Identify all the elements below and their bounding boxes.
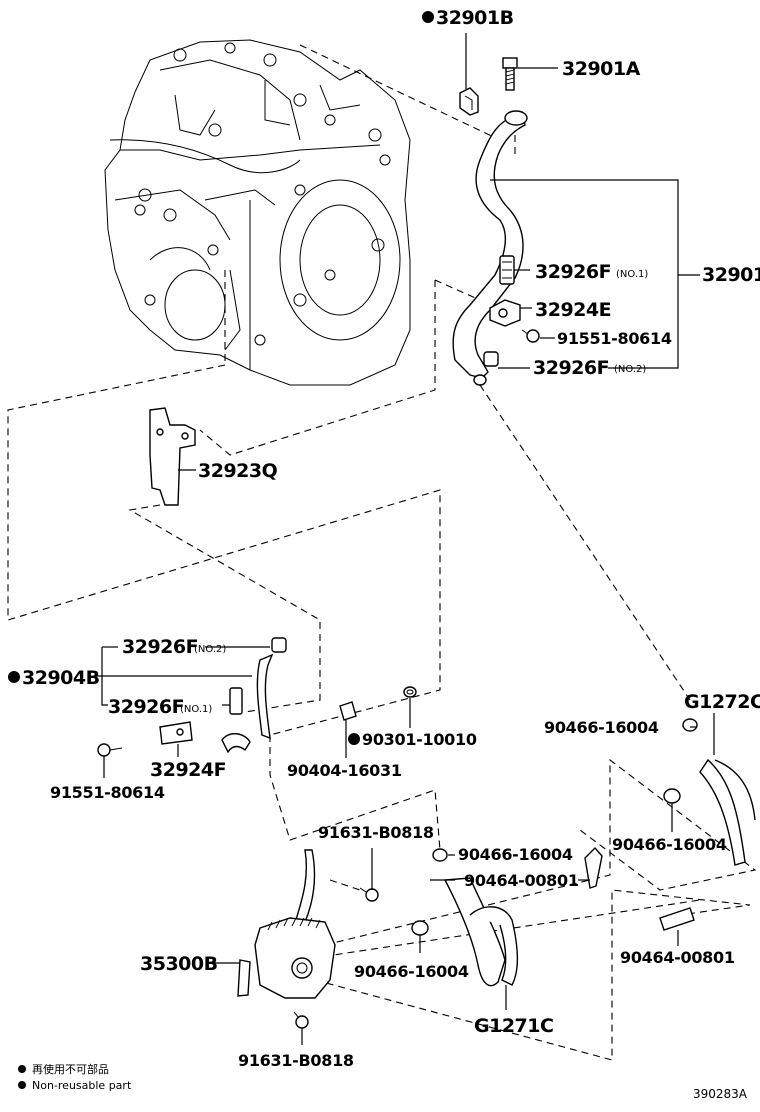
clamp-32924e-part [489,299,521,327]
label-32904b: 32904B [22,667,100,689]
label-32901b: 32901B [436,7,514,29]
pipe-32901 [452,110,528,386]
label-32926f-no2-lower: 32926F [122,636,198,658]
label-90466-d: 90466-16004 [354,962,469,981]
label-90464-a: 90464-00801 [464,871,579,890]
note-no1-lower: (NO.1) [180,704,212,715]
bolt-32901a-part [502,57,518,91]
label-32926f-no2: 32926F [533,357,609,379]
grommet-32926f-no1-part [499,255,515,285]
label-g1271c: G1271C [474,1015,553,1037]
label-32924e: 32924E [535,299,611,321]
label-91551-lower: 91551-80614 [50,783,165,802]
label-90466-a: 90466-16004 [544,718,659,737]
clip-90466-a-part [682,718,698,732]
bullet-32904b [8,671,20,683]
label-35300b: 35300B [140,953,218,975]
grommet-32926f-no2-part [483,351,499,367]
clip-90466-c-part [432,848,448,862]
label-32901: 32901 [702,264,760,286]
label-90404: 90404-16031 [287,761,402,780]
bullet-90301 [348,733,360,745]
bolt-91631-lower-part [293,1011,309,1029]
note-no2-lower: (NO.2) [194,644,226,655]
label-91631-upper: 91631-B0818 [318,823,434,842]
clip-90466-d-part [411,920,429,936]
label-91551-upper: 91551-80614 [557,329,672,348]
bracket-32923q-part [149,407,196,506]
label-32924f: 32924F [150,759,226,781]
solenoid-35300b-part [237,849,336,999]
pipe-32904b-part [221,637,287,754]
label-32926f-no1-lower: 32926F [108,696,184,718]
bolt-91631-upper-part [359,887,379,902]
bolt-91551-upper-part [521,329,540,343]
clip-90466-b-part [663,788,681,804]
label-90464-b: 90464-00801 [620,948,735,967]
label-91631-lower: 91631-B0818 [238,1051,354,1070]
label-90466-c: 90466-16004 [458,845,573,864]
label-32923q: 32923Q [198,460,278,482]
hose-g1271c-part [443,877,518,987]
legend-text-english: Non-reusable part [32,1079,132,1092]
bolt-91551-lower-part [97,743,123,757]
hose-g1272c-part [699,758,756,866]
label-32901a: 32901A [562,58,641,80]
dashed-guides [7,44,757,1061]
note-no1: (NO.1) [616,269,648,280]
label-32926f-no1: 32926F [535,261,611,283]
union-90404-part [339,701,357,721]
label-90466-b: 90466-16004 [612,835,727,854]
leader-lines [95,33,715,1045]
clip-90464-b-part [659,907,695,931]
legend-bullet-1 [18,1065,26,1073]
legend-bullet-2 [18,1081,26,1089]
clamp-32924f-part [159,721,193,745]
transmission-assembly [104,39,411,386]
diagram-id: 390283A [693,1087,748,1101]
clip-32901b-part [459,87,479,116]
legend-text-japanese: 再使用不可部品 [32,1062,109,1076]
gasket-90301-part [403,686,417,698]
label-90301: 90301-10010 [362,730,477,749]
clip-90464-a-part [584,846,603,889]
bullet-32901b [422,11,434,23]
note-no2: (NO.2) [614,364,646,375]
label-g1272c: G1272C [684,691,760,713]
